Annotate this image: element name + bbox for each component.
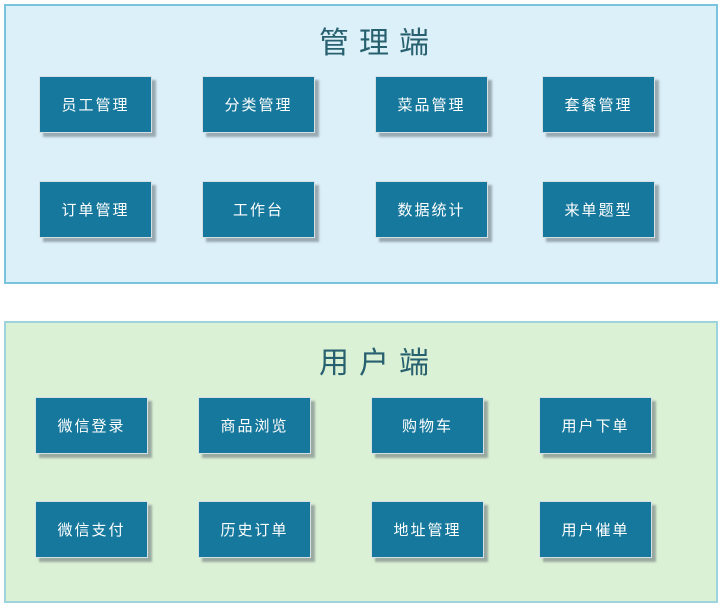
node-user-reminder: 用户催单: [539, 501, 652, 558]
node-order-management: 订单管理: [39, 181, 152, 238]
node-workbench: 工作台: [202, 181, 315, 238]
node-user-place-order: 用户下单: [539, 397, 652, 454]
panel-admin-title: 管理端: [319, 26, 439, 61]
node-combo-management: 套餐管理: [542, 76, 655, 133]
node-dish-management: 菜品管理: [375, 76, 488, 133]
panel-user: 用户端 微信登录 商品浏览 购物车 用户下单 微信支付 历史订单 地址管理 用户…: [4, 321, 718, 603]
node-address-management: 地址管理: [371, 501, 484, 558]
node-incoming-order-type: 来单题型: [542, 181, 655, 238]
panel-user-title: 用户端: [319, 346, 439, 381]
node-shopping-cart: 购物车: [371, 397, 484, 454]
node-wechat-login: 微信登录: [35, 397, 148, 454]
panel-admin: 管理端 员工管理 分类管理 菜品管理 套餐管理 订单管理 工作台 数据统计 来单…: [4, 4, 718, 284]
node-order-history: 历史订单: [198, 501, 311, 558]
node-category-management: 分类管理: [202, 76, 315, 133]
node-data-statistics: 数据统计: [375, 181, 488, 238]
node-employee-management: 员工管理: [39, 76, 152, 133]
node-product-browse: 商品浏览: [198, 397, 311, 454]
node-wechat-pay: 微信支付: [35, 501, 148, 558]
